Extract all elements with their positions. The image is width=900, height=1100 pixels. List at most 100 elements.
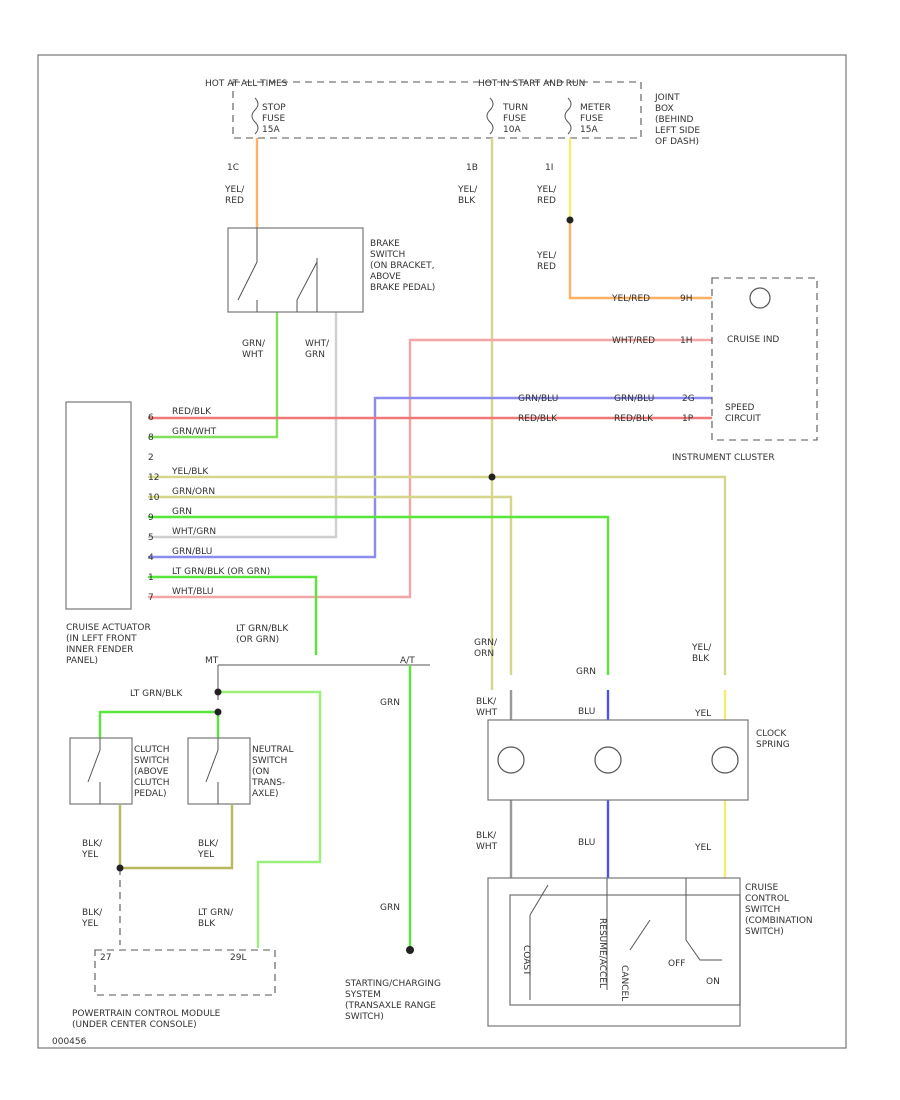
actuator-pin-wire-label: GRN [172,507,192,517]
cluster-wht-red-pin: 1H [680,336,693,346]
cruise-switch-contacts [529,878,722,1000]
actuator-pin-number: 5 [148,533,154,543]
lt-grn-blk-mid-label: LT GRN/BLK [130,689,183,699]
blu-bottom-label: BLU [578,838,595,848]
ground-terminal [406,946,414,954]
wire-lt-grn-blk-module [218,690,322,948]
yel-bottom-label: YEL [694,843,711,853]
meter-fuse-pin: 1I [545,163,553,173]
clock-spring-contact-3 [711,746,739,774]
actuator-pin-number: 6 [148,413,154,423]
blk-yel-neutral-label: BLK/YEL [197,839,219,860]
blk-wht-bottom-label: BLK/WHT [476,831,498,852]
actuator-pin-number: 2 [148,453,154,463]
blk-yel-module-label: BLK/YEL [81,908,103,929]
cluster-yel-red-label: YEL/RED [611,294,650,304]
actuator-pin-wire-label: GRN/ORN [172,487,215,497]
meter-fuse-wire-label: YEL/RED [536,185,557,206]
wire-lt-grn-blk [148,575,318,655]
yel-top-label: YEL [694,709,711,719]
turn-fuse-symbol [486,97,494,135]
cluster-yel-red-pin: 9H [680,294,693,304]
neutral-switch-box [187,737,251,805]
wire-grn [148,515,610,675]
splice-blk-yel [116,864,124,872]
wire-grn-orn [148,495,513,675]
at-pin-label: A/T [400,656,415,666]
clutch-switch-box [69,737,133,805]
mt-pin-label: MT [205,656,219,666]
cluster-grn-blu-pin: 2G [682,394,695,404]
stop-fuse-wire-label: YEL/RED [224,185,245,206]
actuator-pin-wire-label: RED/BLK [172,407,212,417]
cluster-red-blk-label-left: RED/BLK [518,414,558,424]
stop-fuse-symbol [251,97,259,135]
turn-fuse-wire-label: YEL/BLK [457,185,478,206]
actuator-pin-wire-label: GRN/WHT [172,427,217,437]
splice-lt-grn-blk [214,688,222,696]
actuator-pin-wire-label: WHT/BLU [172,587,214,597]
actuator-pin-number: 12 [148,473,159,483]
actuator-pin-number: 8 [148,433,154,443]
cruise-indicator-bulb [749,287,771,309]
instrument-cluster-outline [711,277,818,441]
grn-at-label: GRN [380,698,400,708]
cruise-control-switch-inner [509,894,741,1006]
switch-contacts [87,738,219,804]
cluster-grn-blu-label-right: GRN/BLU [614,394,654,404]
cluster-red-blk-pin: 1P [682,414,694,424]
meter-fuse-symbol [564,97,572,135]
stop-fuse-pin: 1C [227,163,239,173]
brake-right-wire-label: WHT/GRN [305,339,330,360]
wire-blk-yel [118,805,234,870]
wire-wht-grn [148,312,338,539]
figure-id: 000456 [52,1037,87,1047]
actuator-pin-list: 6 RED/BLK 8 GRN/WHT 2 12 YEL/BLK 10 GRN/ORN 9 GRN 5… [148,407,270,603]
wire-meter-to-cluster [568,220,712,300]
lt-grn-blk-top-label: LT GRN/BLK(OR GRN) [236,624,289,645]
splice-meter [566,216,574,224]
wire-wht-red [148,338,712,599]
cancel-label: CANCEL [619,965,629,1001]
cluster-grn-blu-label-left: GRN/BLU [518,394,558,404]
coast-label: COAST [521,945,531,976]
grn-bottom-label: GRN [380,903,400,913]
brake-switch-box [227,227,364,313]
off-label: OFF [668,959,685,969]
actuator-pin-wire-label: GRN/BLU [172,547,212,557]
meter-to-cluster-wire-label: YEL/RED [536,251,557,272]
brake-left-wire-label: GRN/WHT [242,339,266,360]
cluster-red-blk-label-right: RED/BLK [614,414,654,424]
wire-yel-blk [148,475,727,675]
wire-lt-grn-blk-clutch [98,710,218,738]
actuator-pin-number: 10 [148,493,160,503]
cluster-wht-red-label: WHT/RED [612,336,655,346]
hot-at-all-times-label: HOT AT ALL TIMES [205,79,288,89]
blu-top-label: BLU [578,707,595,717]
junction-box-outline [232,81,642,139]
clock-spring-contact-2 [594,746,622,774]
lt-grn-blk-module-label: LT GRN/BLK [198,908,234,929]
pcm-outline [94,949,276,996]
actuator-pin-wire-label: WHT/GRN [172,527,216,537]
actuator-pin-number: 9 [148,513,154,523]
actuator-pin-number: 1 [148,573,154,583]
clock-spring-box [487,719,749,801]
grn-clock-label: GRN [576,667,596,677]
blk-yel-clutch-label: BLK/YEL [81,839,103,860]
pcm-right-pin: 29L [230,953,246,963]
actuator-pin-number: 7 [148,593,154,603]
actuator-pin-wire-label: YEL/BLK [171,467,209,477]
grn-orn-label: GRN/ORN [474,638,498,659]
pcm-label: POWERTRAIN CONTROL MODULE(UNDER CENTER C… [72,1009,221,1030]
turn-fuse-pin: 1B [466,163,478,173]
